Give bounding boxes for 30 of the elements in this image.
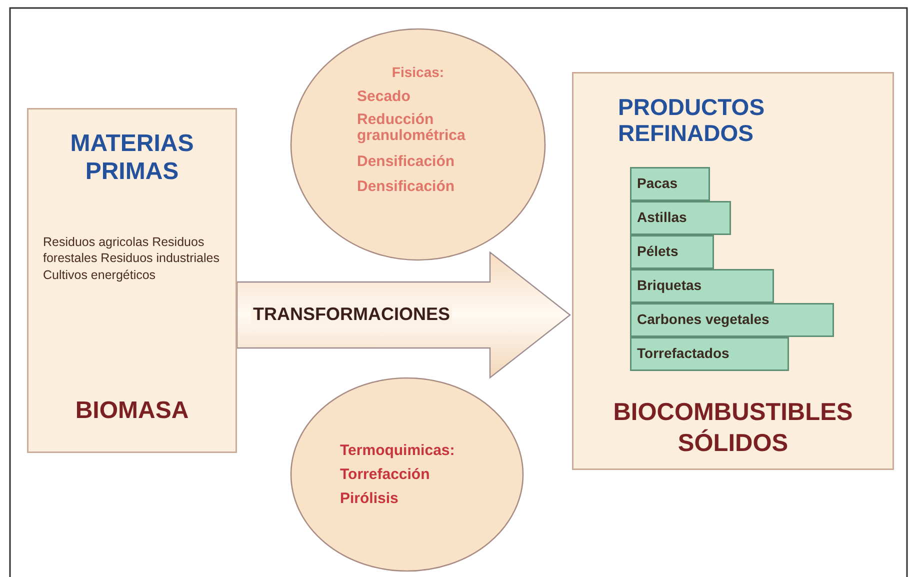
- product-label: Torrefactados: [637, 345, 730, 362]
- product-label: Briquetas: [637, 277, 702, 294]
- process-ellipse: [290, 377, 524, 572]
- source-panel: [27, 108, 237, 453]
- process-step: Torrefacción: [340, 466, 430, 484]
- panel-heading: MATERIAS PRIMAS: [69, 130, 195, 186]
- product-label: Astillas: [637, 209, 687, 226]
- ellipse-heading: Fisicas:: [390, 64, 446, 81]
- edge-label: TRANSFORMACIONES: [251, 304, 452, 325]
- product-label: Carbones vegetales: [637, 311, 770, 328]
- panel-footer: BIOCOMBUSTIBLES SÓLIDOS: [572, 398, 894, 460]
- panel-footer: BIOMASA: [27, 397, 237, 426]
- product-bar: [630, 201, 731, 235]
- product-bar: [630, 235, 714, 269]
- process-step: Secado: [357, 88, 410, 106]
- product-bar: [630, 303, 834, 337]
- input-list: Residuos agricolas Residuos forestales Residuos industriales Cultivos energéticos: [43, 234, 227, 283]
- process-step: Pirólisis: [340, 490, 398, 508]
- product-bar: [630, 167, 710, 201]
- product-bar: [630, 337, 789, 371]
- process-step: Densificación: [357, 178, 455, 196]
- ellipse-heading: Termoquimicas:: [340, 442, 455, 460]
- process-step: Reducción granulométrica: [357, 112, 527, 144]
- process-step: Densificación: [357, 153, 455, 171]
- panel-heading: PRODUCTOS REFINADOS: [618, 94, 766, 147]
- product-label: Pacas: [637, 175, 678, 192]
- product-bar: [630, 269, 774, 303]
- product-panel: [572, 72, 894, 470]
- process-ellipse: [290, 28, 546, 261]
- product-label: Pélets: [637, 243, 678, 260]
